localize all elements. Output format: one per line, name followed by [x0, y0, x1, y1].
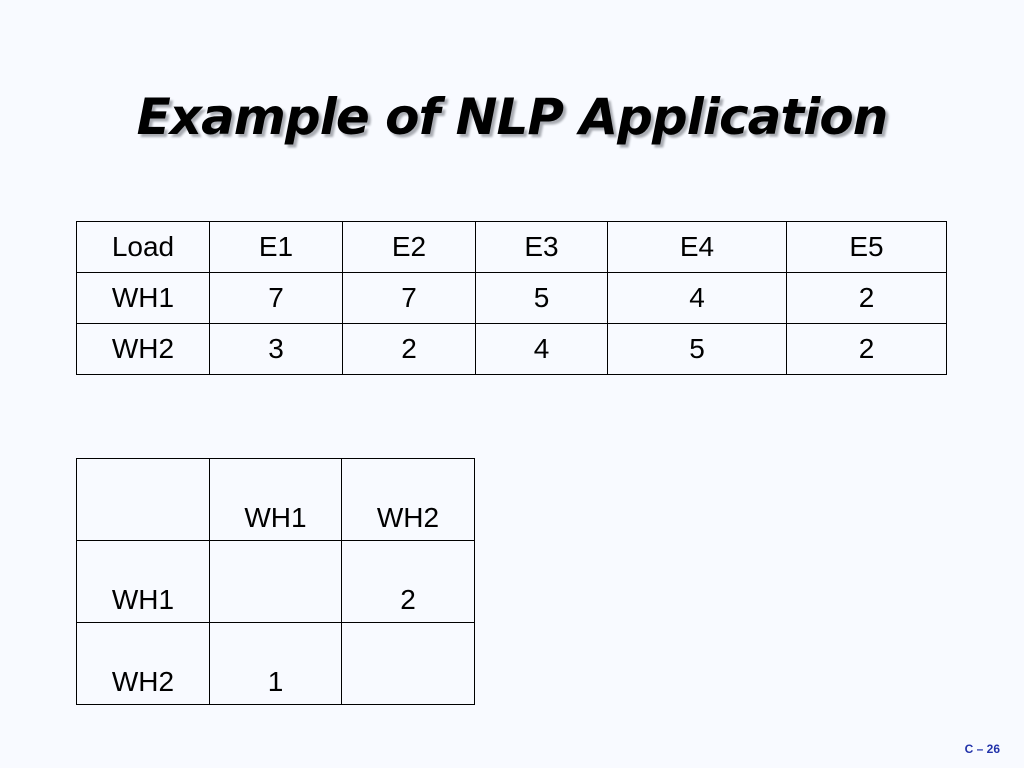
table-cell: 4 [607, 272, 787, 324]
table-cell: 2 [342, 323, 476, 375]
table-cell [341, 622, 475, 705]
header-cell-load: Load [76, 221, 210, 273]
table-row: WH2 3 2 4 5 2 [76, 323, 947, 375]
row-label: WH2 [76, 622, 210, 705]
header-cell-e5: E5 [786, 221, 947, 273]
table-cell: 7 [209, 272, 343, 324]
header-cell-e2: E2 [342, 221, 476, 273]
header-cell-e1: E1 [209, 221, 343, 273]
warehouse-matrix-table: WH1 WH2 WH1 2 WH2 1 [76, 458, 475, 705]
load-table: Load E1 E2 E3 E4 E5 WH1 7 7 5 4 2 WH2 3 … [76, 221, 947, 375]
table-cell: 7 [342, 272, 476, 324]
table-header-row: WH1 WH2 [76, 458, 475, 541]
table-row: WH1 7 7 5 4 2 [76, 272, 947, 324]
slide-number: C – 26 [964, 742, 1000, 756]
table-row: WH1 2 [76, 540, 475, 623]
table-cell: 3 [209, 323, 343, 375]
table-cell: 4 [475, 323, 608, 375]
table-cell: 2 [341, 540, 475, 623]
header-cell-wh2: WH2 [341, 458, 475, 541]
header-cell-e3: E3 [475, 221, 608, 273]
header-cell-empty [76, 458, 210, 541]
table-cell: 2 [786, 272, 947, 324]
table-header-row: Load E1 E2 E3 E4 E5 [76, 221, 947, 273]
slide-title: Example of NLP Application [136, 88, 889, 146]
table-cell: 5 [607, 323, 787, 375]
table-row: WH2 1 [76, 622, 475, 705]
header-cell-e4: E4 [607, 221, 787, 273]
row-label: WH1 [76, 272, 210, 324]
row-label: WH1 [76, 540, 210, 623]
header-cell-wh1: WH1 [209, 458, 342, 541]
table-cell: 1 [209, 622, 342, 705]
table-cell: 5 [475, 272, 608, 324]
table-cell [209, 540, 342, 623]
table-cell: 2 [786, 323, 947, 375]
row-label: WH2 [76, 323, 210, 375]
